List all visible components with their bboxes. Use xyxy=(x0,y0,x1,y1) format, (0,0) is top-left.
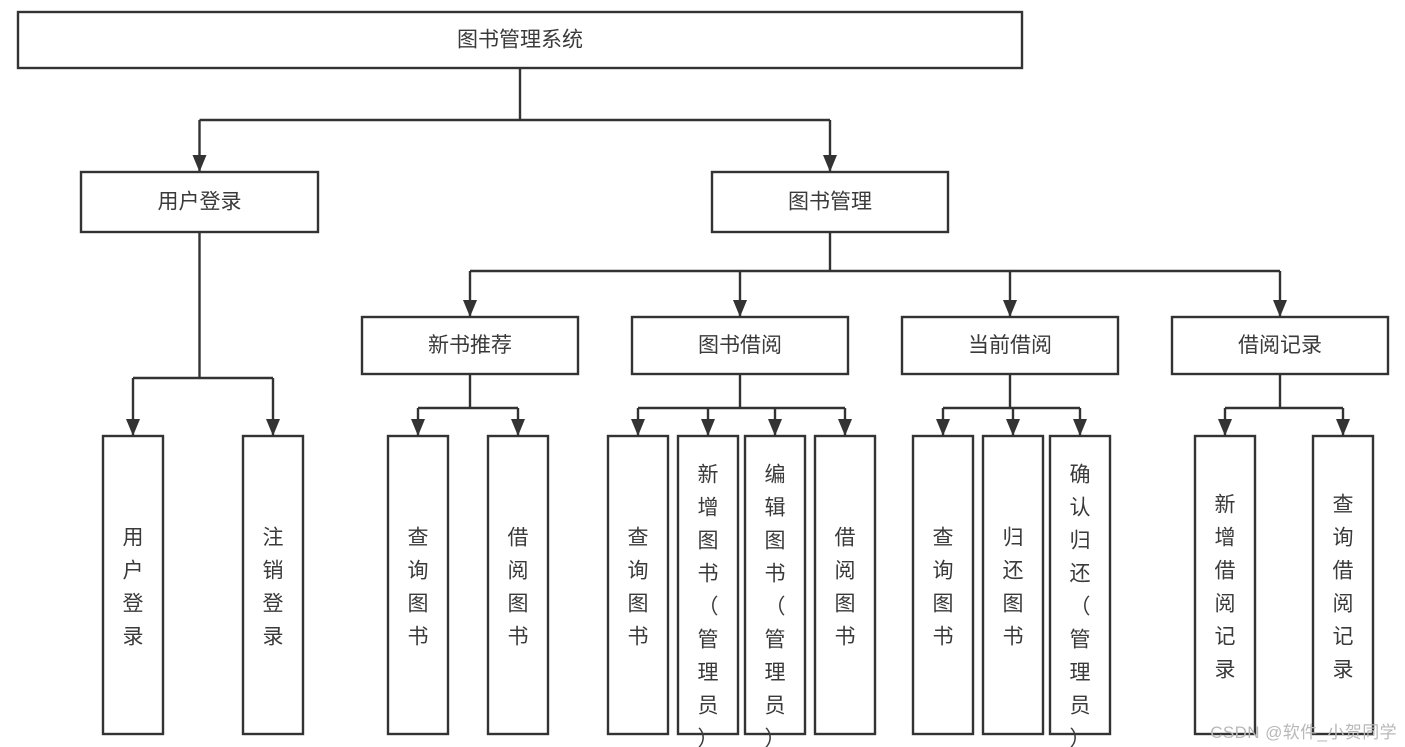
node-book-borrow[interactable]: 图书借阅 xyxy=(630,315,850,376)
node-leaf-query-book-current-rect xyxy=(911,434,975,736)
conn-current-borrow-arrow-0 xyxy=(936,419,950,436)
node-leaf-user-login-rect xyxy=(101,434,165,736)
node-current-borrow-label: 当前借阅 xyxy=(968,334,1052,357)
node-leaf-query-book-recommend-rect xyxy=(386,434,450,736)
root-node-book-management-system-label: 图书管理系统 xyxy=(457,29,583,52)
connectors-layer xyxy=(126,68,1350,436)
conn-book-borrow-arrow-3 xyxy=(838,419,852,436)
node-leaf-borrow-book-recommend-label: 借阅图书 xyxy=(508,527,529,649)
node-leaf-query-book-current-label: 查询图书 xyxy=(933,527,954,649)
node-leaf-confirm-return-admin[interactable]: 确认归还（管理员） xyxy=(1048,434,1112,747)
node-leaf-add-book-admin[interactable]: 新增图书（管理员） xyxy=(676,434,740,747)
node-leaf-borrow-book[interactable]: 借阅图书 xyxy=(813,434,877,736)
node-leaf-user-login[interactable]: 用户登录 xyxy=(101,434,165,736)
node-new-book-recommend[interactable]: 新书推荐 xyxy=(360,315,580,376)
node-current-borrow[interactable]: 当前借阅 xyxy=(900,315,1120,376)
conn-book-management-arrow-2 xyxy=(1003,300,1017,317)
node-leaf-edit-book-admin[interactable]: 编辑图书（管理员） xyxy=(743,434,807,747)
node-leaf-user-login-label: 用户登录 xyxy=(123,527,144,649)
node-leaf-borrow-book-label: 借阅图书 xyxy=(835,527,856,649)
node-book-management-rect xyxy=(710,170,950,234)
node-leaf-add-borrow-record[interactable]: 新增借阅记录 xyxy=(1193,434,1257,736)
node-new-book-recommend-label: 新书推荐 xyxy=(428,334,512,357)
node-current-borrow-rect xyxy=(900,315,1120,376)
node-leaf-borrow-book-recommend[interactable]: 借阅图书 xyxy=(486,434,550,736)
node-leaf-borrow-book-rect xyxy=(813,434,877,736)
conn-user-login-arrow-0 xyxy=(126,419,140,436)
conn-borrow-record-arrow-0 xyxy=(1218,419,1232,436)
conn-book-management-arrow-3 xyxy=(1273,300,1287,317)
conn-current-borrow-arrow-2 xyxy=(1073,419,1087,436)
node-user-login-label: 用户登录 xyxy=(158,191,242,214)
node-leaf-add-borrow-record-label: 新增借阅记录 xyxy=(1215,494,1236,682)
root-node-book-management-system[interactable]: 图书管理系统 xyxy=(16,10,1024,70)
node-leaf-return-book-label: 归还图书 xyxy=(1003,527,1024,649)
node-leaf-edit-book-admin-label: 编辑图书（管理员） xyxy=(765,464,786,747)
node-leaf-return-book[interactable]: 归还图书 xyxy=(981,434,1045,736)
node-leaf-query-book-borrow[interactable]: 查询图书 xyxy=(606,434,670,736)
node-leaf-borrow-book-recommend-rect xyxy=(486,434,550,736)
node-leaf-logout[interactable]: 注销登录 xyxy=(241,434,305,736)
conn-new-book-recommend-arrow-1 xyxy=(511,419,525,436)
conn-new-book-recommend-arrow-0 xyxy=(411,419,425,436)
conn-book-management-arrow-0 xyxy=(463,300,477,317)
conn-root-arrow-0 xyxy=(192,155,207,172)
node-leaf-query-book-current[interactable]: 查询图书 xyxy=(911,434,975,736)
node-book-management-label: 图书管理 xyxy=(788,191,872,214)
node-leaf-add-book-admin-rect xyxy=(676,434,740,736)
node-book-management[interactable]: 图书管理 xyxy=(710,170,950,234)
node-leaf-query-borrow-record-rect xyxy=(1311,434,1375,736)
node-leaf-query-book-recommend[interactable]: 查询图书 xyxy=(386,434,450,736)
conn-book-borrow-arrow-0 xyxy=(631,419,645,436)
csdn-watermark: CSDN @软件_小贺同学 xyxy=(1210,723,1397,742)
node-leaf-logout-rect xyxy=(241,434,305,736)
node-borrow-record-label: 借阅记录 xyxy=(1238,334,1322,357)
conn-book-borrow-arrow-1 xyxy=(701,419,715,436)
node-leaf-query-book-borrow-label: 查询图书 xyxy=(628,527,649,649)
nodes-layer: 图书管理系统用户登录图书管理新书推荐图书借阅当前借阅借阅记录用户登录注销登录查询… xyxy=(16,10,1390,747)
root-node-book-management-system-rect xyxy=(16,10,1024,70)
node-leaf-edit-book-admin-rect xyxy=(743,434,807,736)
node-leaf-query-borrow-record-label: 查询借阅记录 xyxy=(1333,494,1354,682)
node-leaf-query-book-borrow-rect xyxy=(606,434,670,736)
node-leaf-add-borrow-record-rect xyxy=(1193,434,1257,736)
conn-root-arrow-1 xyxy=(823,155,837,172)
node-borrow-record-rect xyxy=(1170,315,1390,376)
node-leaf-return-book-rect xyxy=(981,434,1045,736)
conn-borrow-record-arrow-1 xyxy=(1336,419,1350,436)
node-leaf-logout-label: 注销登录 xyxy=(263,527,284,649)
conn-user-login-arrow-1 xyxy=(266,419,280,436)
conn-book-management-arrow-1 xyxy=(733,300,747,317)
node-leaf-query-borrow-record[interactable]: 查询借阅记录 xyxy=(1311,434,1375,736)
node-borrow-record[interactable]: 借阅记录 xyxy=(1170,315,1390,376)
node-book-borrow-label: 图书借阅 xyxy=(698,334,782,357)
node-leaf-confirm-return-admin-label: 确认归还（管理员） xyxy=(1070,464,1091,747)
conn-current-borrow-arrow-1 xyxy=(1006,419,1020,436)
node-leaf-confirm-return-admin-rect xyxy=(1048,434,1112,736)
node-user-login[interactable]: 用户登录 xyxy=(79,170,320,234)
node-user-login-rect xyxy=(79,170,320,234)
node-leaf-query-book-recommend-label: 查询图书 xyxy=(408,527,429,649)
node-new-book-recommend-rect xyxy=(360,315,580,376)
node-book-borrow-rect xyxy=(630,315,850,376)
node-leaf-add-book-admin-label: 新增图书（管理员） xyxy=(698,464,719,747)
conn-book-borrow-arrow-2 xyxy=(768,419,782,436)
